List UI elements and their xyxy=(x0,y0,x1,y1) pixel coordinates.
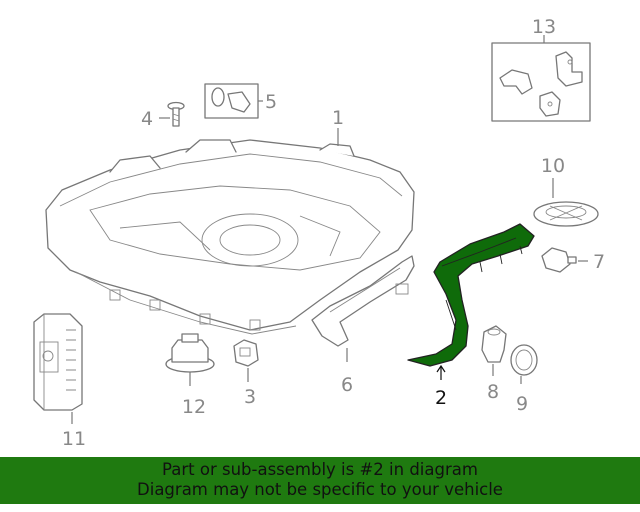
part-8-socket[interactable] xyxy=(481,325,507,376)
callout-9: 9 xyxy=(516,393,528,415)
callout-4: 4 xyxy=(141,108,153,130)
part-3-small-bulb[interactable] xyxy=(233,339,259,382)
part-5-bulb[interactable] xyxy=(204,83,263,119)
part-11-control-module[interactable] xyxy=(33,313,83,424)
banner-line-2: Diagram may not be specific to your vehi… xyxy=(137,480,503,499)
callout-8: 8 xyxy=(487,381,499,403)
part-7-bolt[interactable] xyxy=(541,247,588,273)
callout-6: 6 xyxy=(341,374,353,396)
callout-2: 2 xyxy=(435,387,447,409)
part-1-headlamp-assembly[interactable] xyxy=(45,128,415,335)
callout-12: 12 xyxy=(182,396,206,418)
part-13-bracket-kit[interactable] xyxy=(491,35,591,122)
banner-line-1: Part or sub-assembly is #2 in diagram xyxy=(162,460,478,479)
part-9-cap[interactable] xyxy=(510,344,538,384)
part-6-mounting-bracket[interactable] xyxy=(311,255,415,362)
part-2-trim-bracket-highlighted[interactable] xyxy=(407,223,535,380)
callout-10: 10 xyxy=(541,155,565,177)
callout-13: 13 xyxy=(532,16,556,38)
part-4-screw[interactable] xyxy=(159,101,185,127)
callout-1: 1 xyxy=(332,107,344,129)
part-12-bulb-socket[interactable] xyxy=(165,333,215,386)
info-banner: Part or sub-assembly is #2 in diagram Di… xyxy=(0,457,640,504)
callout-3: 3 xyxy=(244,386,256,408)
part-10-cover[interactable] xyxy=(533,178,599,227)
parts-diagram: 13 4 5 1 xyxy=(33,16,605,450)
callout-11: 11 xyxy=(62,428,86,450)
callout-7: 7 xyxy=(593,251,605,273)
callout-5: 5 xyxy=(265,91,277,113)
